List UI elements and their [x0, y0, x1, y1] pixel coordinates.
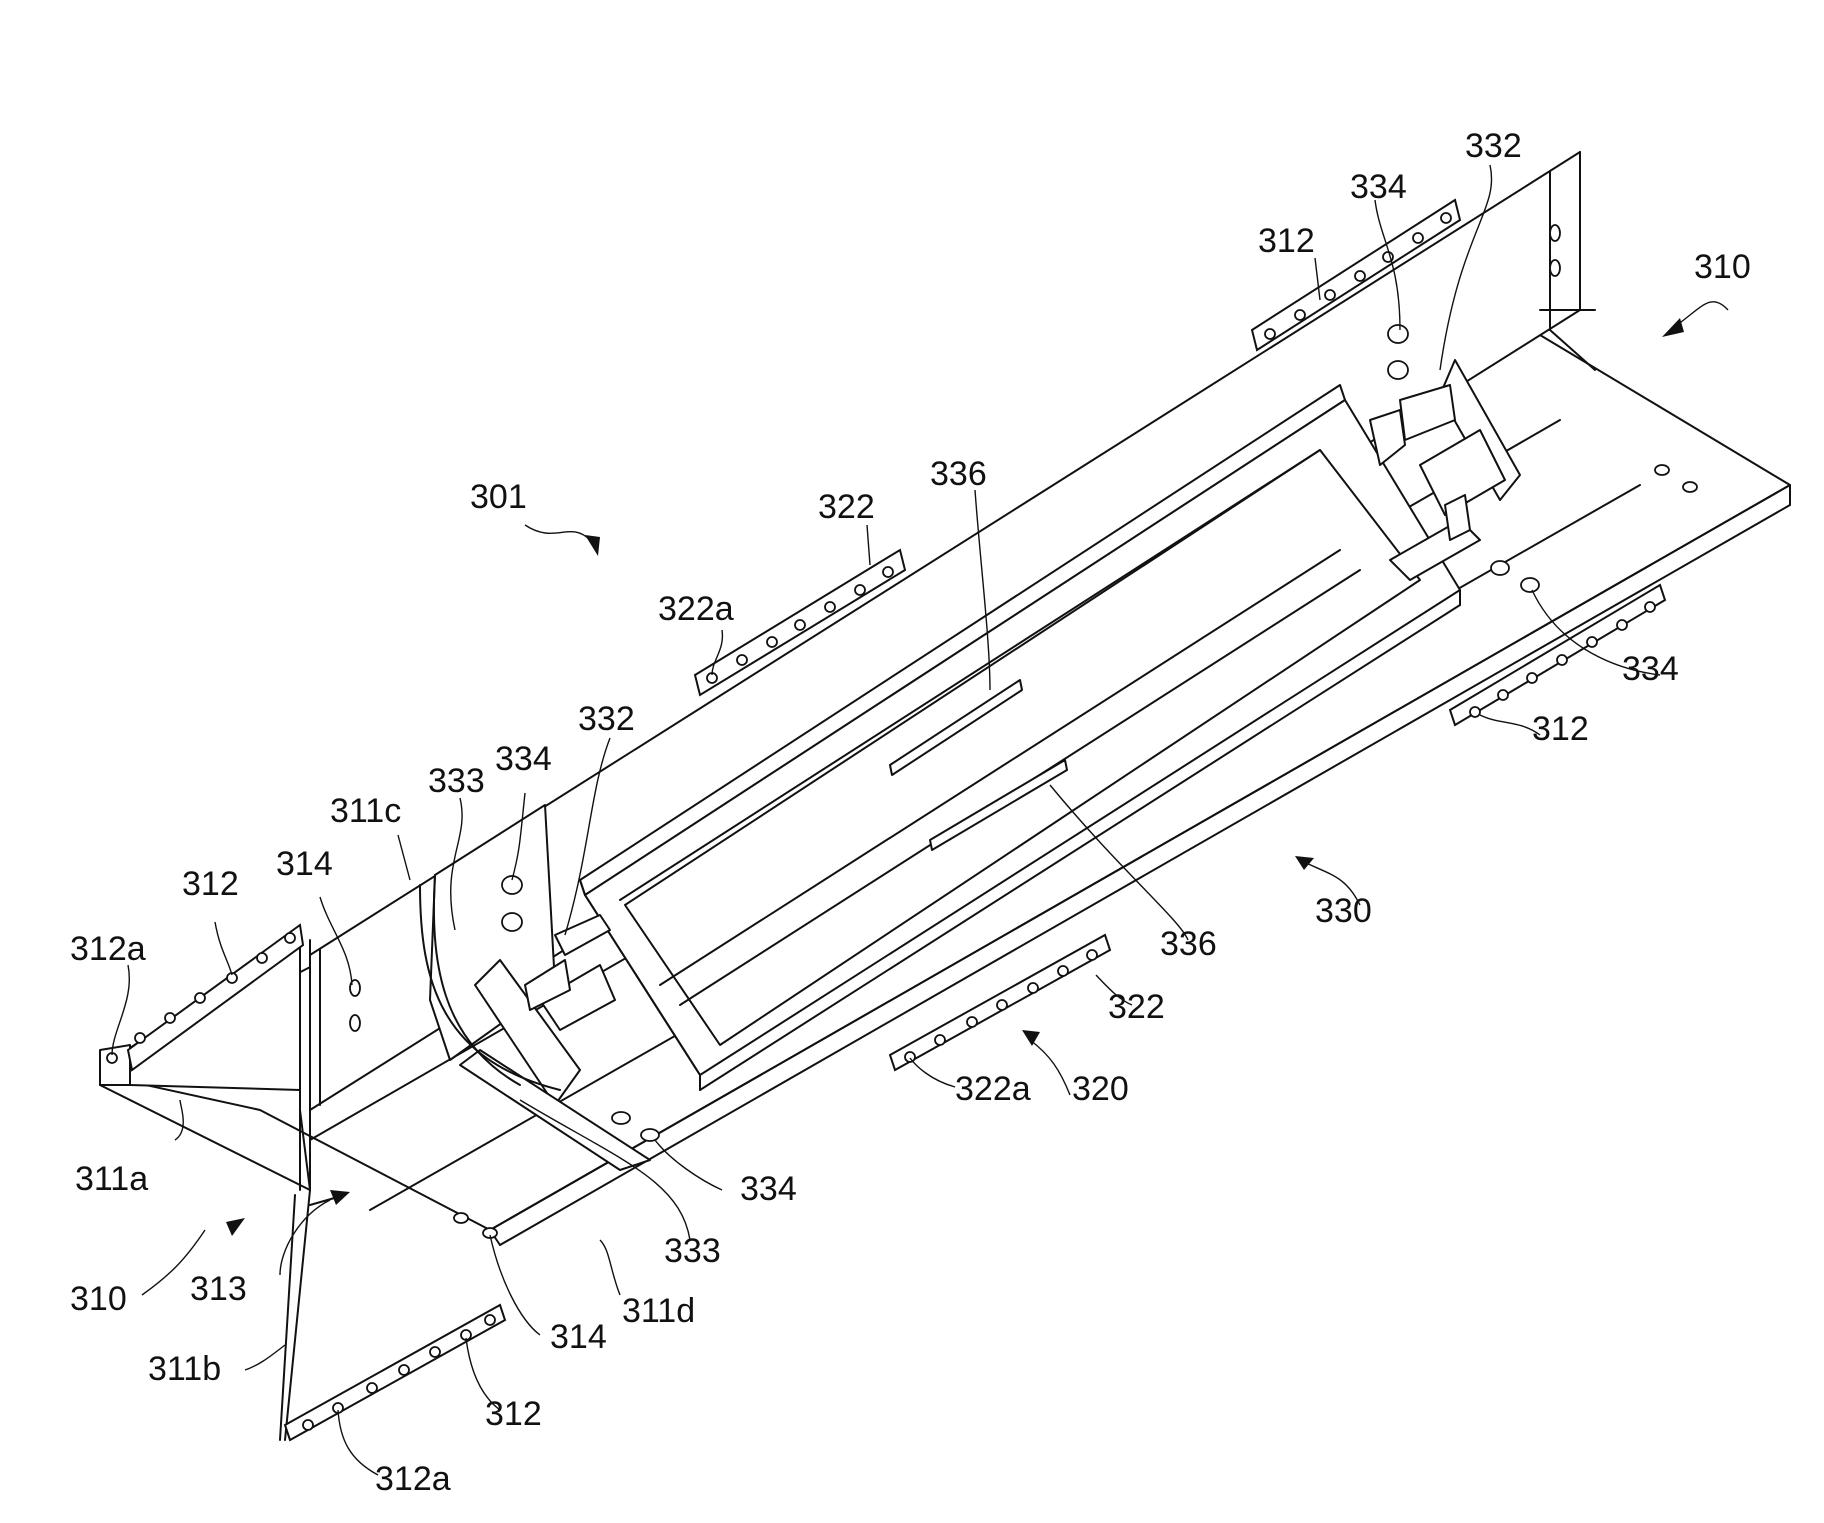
label-332-left: 332: [578, 700, 635, 738]
label-333-bottom: 333: [664, 1232, 721, 1270]
label-312a-bottom: 312a: [375, 1460, 451, 1498]
label-336-mid: 336: [1160, 925, 1217, 963]
label-330: 330: [1315, 892, 1372, 930]
label-310-top: 310: [1694, 248, 1751, 286]
label-334-top: 334: [1350, 168, 1407, 206]
label-311b: 311b: [148, 1350, 221, 1388]
label-320: 320: [1072, 1070, 1129, 1108]
label-310-bottom: 310: [70, 1280, 127, 1318]
label-314-top: 314: [276, 845, 333, 883]
label-336-top: 336: [930, 455, 987, 493]
label-312-left: 312: [182, 865, 239, 903]
label-301: 301: [470, 478, 527, 516]
label-314-bottom: 314: [550, 1318, 607, 1356]
label-334-right: 334: [1622, 650, 1679, 688]
label-311d: 311d: [622, 1292, 695, 1330]
label-322a-bottom: 322a: [955, 1070, 1031, 1108]
label-322-top: 322: [818, 488, 875, 526]
label-322-bottom: 322: [1108, 988, 1165, 1026]
label-311a: 311a: [75, 1160, 148, 1198]
label-312-top: 312: [1258, 222, 1315, 260]
label-312a-left: 312a: [70, 930, 146, 968]
label-311c: 311c: [330, 792, 401, 830]
label-334-bottom: 334: [740, 1170, 797, 1208]
label-322a-top: 322a: [658, 590, 734, 628]
label-333-left: 333: [428, 762, 485, 800]
label-312-right: 312: [1532, 710, 1589, 748]
label-332-top: 332: [1465, 127, 1522, 165]
label-334-left: 334: [495, 740, 552, 778]
label-313: 313: [190, 1270, 247, 1308]
label-312-bottom: 312: [485, 1395, 542, 1433]
